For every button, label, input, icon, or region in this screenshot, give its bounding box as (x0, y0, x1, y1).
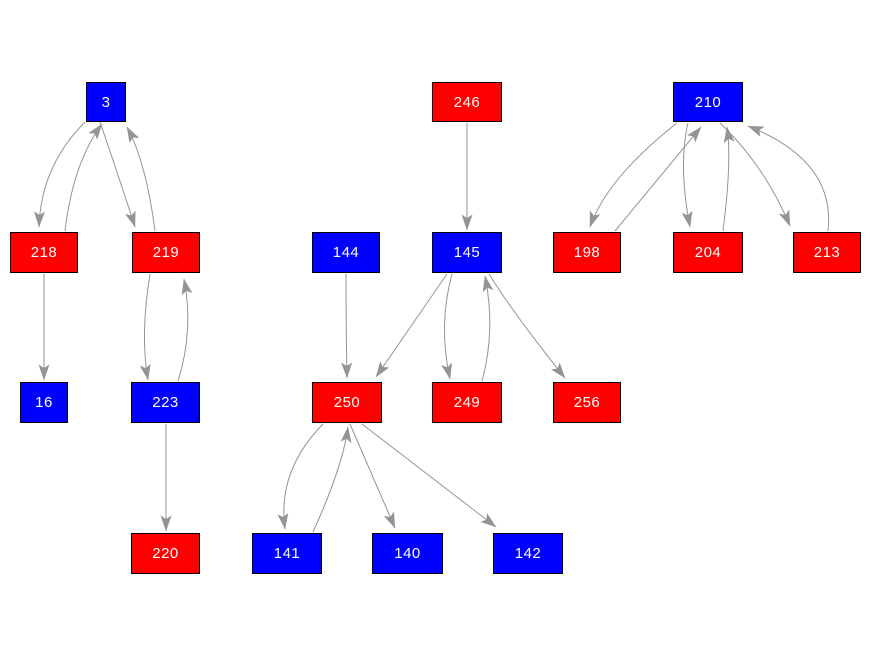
graph-node-218: 218 (10, 232, 78, 273)
node-label: 219 (152, 244, 180, 261)
graph-node-220: 220 (131, 533, 200, 574)
edge-210-213 (719, 122, 791, 227)
graph-node-250: 250 (312, 382, 382, 423)
graph-node-16: 16 (20, 382, 68, 423)
graph-node-204: 204 (673, 232, 743, 273)
edge-250-142 (361, 423, 497, 528)
graph-node-246: 246 (432, 82, 502, 122)
graph-node-210: 210 (673, 82, 743, 122)
edge-250-140 (349, 423, 396, 529)
edge-218-3 (64, 123, 103, 232)
node-label: 142 (514, 545, 542, 562)
node-label: 145 (453, 244, 481, 261)
edge-145-249 (441, 273, 453, 380)
edge-219-3 (126, 126, 156, 232)
node-label: 250 (333, 394, 361, 411)
graph-node-142: 142 (493, 533, 563, 574)
node-label: 223 (152, 394, 179, 411)
edge-145-250 (375, 273, 448, 378)
node-label: 246 (453, 93, 481, 111)
node-label: 249 (453, 394, 481, 411)
node-label: 213 (813, 244, 841, 261)
graph-node-141: 141 (252, 533, 322, 574)
edge-141-250 (312, 426, 352, 533)
node-label: 140 (394, 545, 421, 562)
edge-223-219 (177, 278, 193, 382)
graph-node-140: 140 (372, 533, 443, 574)
edge-210-204 (681, 122, 693, 228)
node-label: 3 (101, 93, 111, 111)
graph-node-223: 223 (131, 382, 200, 423)
graph-node-256: 256 (553, 382, 621, 423)
node-label: 218 (30, 244, 58, 261)
edge-219-223 (139, 273, 151, 381)
graph-node-144: 144 (312, 232, 380, 273)
edge-145-256 (488, 273, 566, 379)
node-label: 16 (35, 394, 53, 411)
graph-node-213: 213 (793, 232, 861, 273)
node-label: 210 (694, 93, 722, 111)
node-label: 204 (694, 244, 722, 261)
graph-node-3: 3 (86, 82, 126, 122)
edge-204-210 (722, 126, 735, 232)
node-label: 141 (273, 545, 301, 562)
graph-node-198: 198 (553, 232, 621, 273)
node-label: 144 (332, 244, 360, 261)
edge-3-219 (99, 121, 136, 228)
edge-250-141 (277, 423, 324, 530)
edge-213-210 (747, 125, 830, 232)
edge-3-218 (34, 121, 86, 228)
graph-node-145: 145 (432, 232, 502, 273)
node-label: 198 (573, 244, 601, 261)
node-label: 220 (152, 545, 179, 562)
graph-node-249: 249 (432, 382, 502, 423)
edge-198-210 (614, 126, 702, 232)
node-label: 256 (573, 394, 601, 411)
edge-144-250 (341, 273, 353, 379)
graph-node-219: 219 (132, 232, 200, 273)
edge-group (34, 121, 830, 533)
edge-210-198 (589, 122, 678, 228)
edge-249-145 (481, 275, 494, 382)
